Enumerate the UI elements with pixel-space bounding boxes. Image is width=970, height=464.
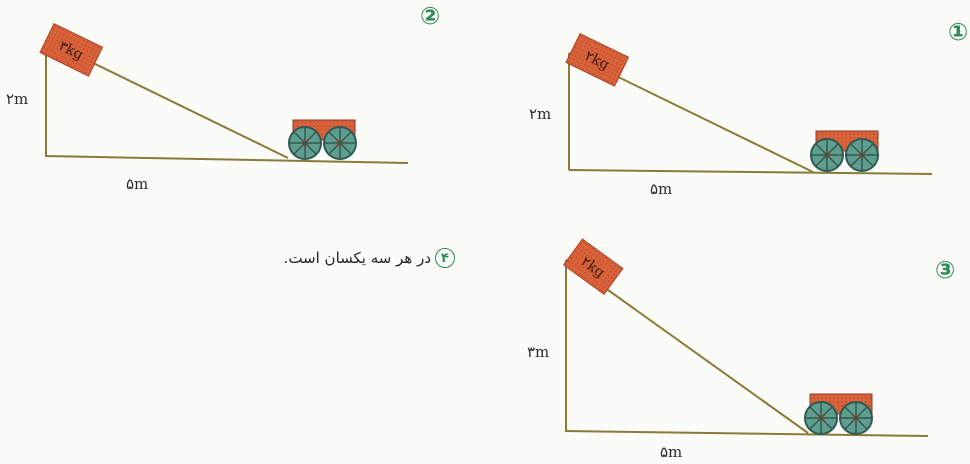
option-3-figure: ۲kg ۳m ۵m ③ — [527, 238, 955, 461]
option-2-number: ② — [420, 2, 440, 30]
height-label-option-1: ۲m — [529, 105, 551, 123]
cart-option-2 — [288, 119, 357, 160]
base-label-option-1: ۵m — [650, 180, 672, 198]
block-option-1: ۲kg — [565, 32, 630, 87]
base-label-option-3: ۵m — [660, 443, 682, 461]
option-1-figure: ۲kg ۲m ۵m ① — [529, 18, 968, 198]
option-4: ۴ در هر سه یکسان است. — [284, 248, 455, 268]
base-label-option-2: ۵m — [126, 175, 148, 193]
height-label-option-3: ۳m — [527, 343, 549, 361]
option-3-number: ③ — [935, 256, 955, 284]
option-4-text: در هر سه یکسان است. — [283, 249, 431, 267]
cart-option-3 — [804, 393, 873, 435]
option-2-figure: ۳kg ۲m ۵m ② — [6, 2, 440, 193]
block-option-3: ۲kg — [562, 238, 624, 296]
option-4-number: ۴ — [435, 248, 455, 268]
height-label-option-2: ۲m — [6, 90, 28, 108]
cart-option-1 — [810, 130, 879, 172]
block-option-2: ۳kg — [39, 22, 104, 77]
option-1-number: ① — [948, 18, 968, 46]
